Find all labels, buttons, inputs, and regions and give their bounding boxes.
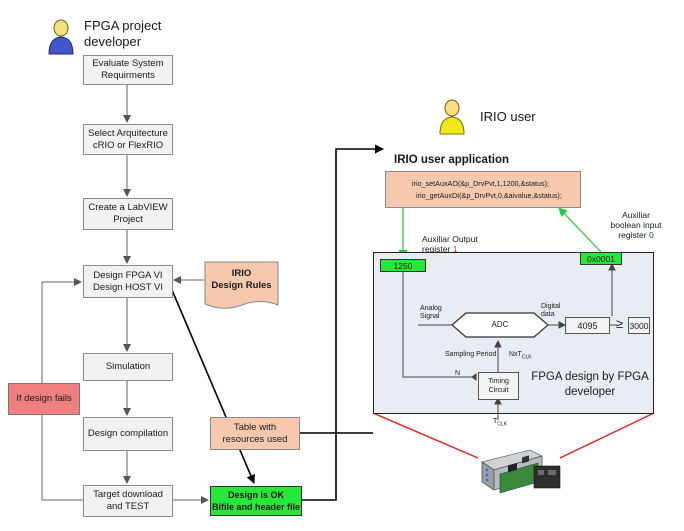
digital-value-box: 4095 [565,317,610,334]
threshold-value-box: 3000 [628,317,650,334]
aux-input-register-value: 0x0001 [580,252,622,265]
aux-output-register-label: Auxiliar Output register 1 [422,234,478,254]
aux-input-register-text: Auxiliar boolean input register [610,210,662,240]
greater-equal-symbol: ≥ [616,316,624,331]
developer-label: FPGA project developer [84,18,162,49]
aux-input-register-index: 0 [648,230,654,240]
adc-label: ADC [491,320,509,329]
tclk-label: TCLK [493,418,507,427]
resource-table-box: Table with resources used [210,417,300,450]
target-download-step: Target download and TEST [83,485,173,517]
code-line-get-aux-di: irio_getAuxDI(&p_DrvPvt,0,&aivalue,&stat… [416,191,562,200]
aux-input-register-label: Auxiliar boolean input register 0 [596,210,676,240]
user-application-title: IRIO user application [394,154,510,166]
tclk-text: T [493,418,498,425]
design-ok-box: Design is OK Bifile and header file [210,486,302,516]
compilation-step: Design compilation [83,417,173,451]
tclk-subscript: CLK [497,421,508,428]
aux-output-register-text: Auxiliar Output register [422,234,478,254]
select-architecture-step: Select Arquitecture cRIO or FlexRIO [83,124,173,155]
hardware-links [372,412,655,459]
digital-data-label: Digital data [541,303,561,318]
aux-output-register-index: 1 [452,244,458,254]
nxtclk-label: NxTCLK [509,351,532,360]
user-application-code-box: irio_setAuxAO(&p_DrvPvt,1,1200,&status);… [385,171,581,208]
n-label: N [455,370,461,377]
analog-signal-label: Analog Signal [420,305,442,320]
handoff-arrows [171,144,384,501]
design-fails-box: If design fails [8,383,80,415]
irio-user-label: IRIO user [480,109,536,124]
aux-output-register-value: 1250 [380,259,426,272]
create-project-step: Create a LabVIEW Project [83,198,173,230]
fpga-design-caption: FPGA design by FPGA developer [531,371,649,398]
code-line-set-aux-ao: irio_setAuxAO(&p_DrvPvt,1,1200,&status); [412,179,550,188]
register-links [398,207,602,259]
design-vi-step: Design FPGA VI Design HOST VI [83,265,173,298]
adc-shape [451,312,549,338]
timing-circuit-box: Timing Circuit [478,372,519,400]
nxtclk-subscript: CLK [521,354,532,361]
evaluate-requirements-step: Evaluate System Requirments [83,55,173,85]
simulation-step: Simulation [83,353,173,381]
sampling-period-label: Sampling Period [445,351,497,358]
design-rules-label: IRIO Design Rules [211,268,272,291]
nxtclk-text: NxT [509,351,522,358]
